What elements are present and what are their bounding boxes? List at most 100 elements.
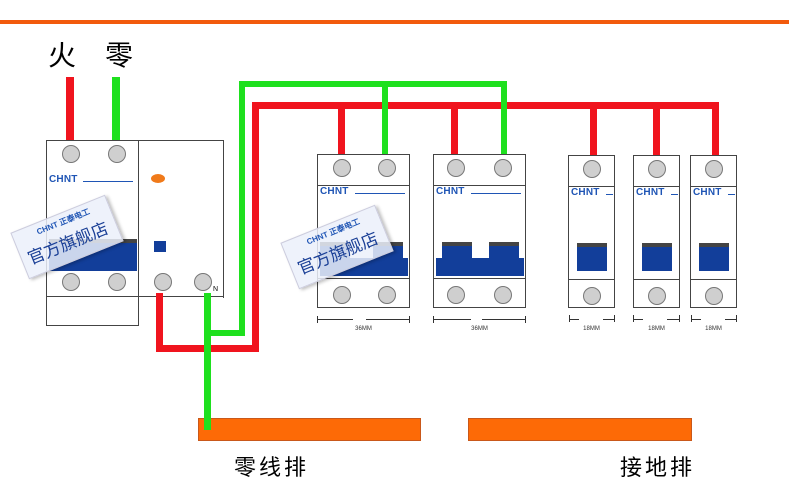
live-label: 火 [48, 39, 77, 72]
terminal [583, 160, 601, 178]
brand-logo: CHNT [436, 186, 465, 197]
divider [634, 279, 679, 280]
ground-bar-label: 接地排 [620, 456, 696, 481]
divider [318, 185, 409, 186]
brand-logo: CHNT [320, 186, 349, 197]
divider [434, 278, 525, 279]
brand-underline [471, 193, 521, 194]
handle-shadow [577, 243, 607, 247]
dimension-line [603, 319, 614, 320]
terminal [333, 286, 351, 304]
dimension-line [482, 319, 525, 320]
breaker-handle-base [436, 258, 524, 276]
dimension-tick [736, 315, 737, 322]
breaker-handle[interactable] [442, 246, 472, 258]
dimension-tick [633, 315, 634, 322]
breaker-1p-3[interactable]: CHNT [690, 155, 737, 308]
terminal [705, 287, 723, 305]
terminal [62, 145, 80, 163]
dimension-line [433, 319, 471, 320]
neutral-busbar [198, 418, 421, 441]
divider [691, 186, 736, 187]
dimension-tick [614, 315, 615, 322]
terminal [494, 286, 512, 304]
terminal [378, 159, 396, 177]
dimension-line [633, 319, 643, 320]
handle-shadow [489, 242, 519, 246]
dimension-tick [525, 316, 526, 323]
dimension-tick [691, 315, 692, 322]
width-label: 18MM [583, 326, 600, 332]
live-riser-wire [252, 102, 259, 352]
breaker-1p-2[interactable]: CHNT [633, 155, 680, 308]
breaker-1p-1[interactable]: CHNT [568, 155, 615, 308]
live-input-wire [66, 77, 74, 149]
terminal [447, 159, 465, 177]
terminal [333, 159, 351, 177]
dimension-line [725, 319, 736, 320]
live-drop-wire [590, 102, 597, 163]
brand-underline [606, 194, 613, 195]
handle-shadow [442, 242, 472, 246]
terminal [154, 273, 172, 291]
ground-busbar [468, 418, 692, 441]
neutral-bus-wire [239, 81, 507, 87]
dimension-tick [569, 315, 570, 322]
handle-shadow [642, 243, 672, 247]
neutral-terminal-label: N [213, 286, 219, 293]
live-bus-wire [252, 102, 719, 109]
dimension-line [691, 319, 701, 320]
divider [569, 186, 614, 187]
live-drop-wire [451, 102, 458, 163]
breaker-handle[interactable] [577, 247, 607, 271]
brand-logo: CHNT [49, 174, 78, 185]
divider [434, 185, 525, 186]
brand-logo: CHNT [571, 187, 600, 198]
divider [691, 279, 736, 280]
neutral-drop-wire [382, 81, 388, 163]
breaker-handle[interactable] [489, 246, 519, 258]
neutral-input-wire [112, 77, 120, 149]
live-drop-wire [712, 102, 719, 163]
neutral-busbar-wire [204, 418, 211, 430]
width-label: 18MM [648, 326, 665, 332]
terminal-n [194, 273, 212, 291]
brand-logo: CHNT [636, 187, 665, 198]
terminal [648, 160, 666, 178]
width-label: 18MM [705, 326, 722, 332]
terminal [447, 286, 465, 304]
terminal [494, 159, 512, 177]
neutral-bar-label: 零线排 [234, 456, 310, 481]
terminal [583, 287, 601, 305]
divider [47, 296, 138, 297]
indicator-light-icon [151, 174, 165, 183]
breaker-handle[interactable] [642, 247, 672, 271]
dimension-tick [409, 316, 410, 323]
neutral-riser-wire [239, 81, 245, 336]
divider [634, 186, 679, 187]
terminal [108, 273, 126, 291]
terminal [648, 287, 666, 305]
live-drop-wire [653, 102, 660, 163]
dimension-line [569, 319, 579, 320]
terminal [378, 286, 396, 304]
live-drop-wire [338, 102, 345, 163]
neutral-drop-wire [501, 81, 507, 163]
divider [569, 279, 614, 280]
brand-underline [83, 181, 133, 182]
brand-underline [671, 194, 678, 195]
terminal [705, 160, 723, 178]
breaker-2p-2[interactable]: CHNT [433, 154, 526, 308]
neutral-output-wire [204, 293, 211, 428]
test-button[interactable] [154, 241, 166, 252]
terminal [62, 273, 80, 291]
divider [318, 278, 409, 279]
brand-underline [355, 193, 405, 194]
dimension-line [366, 319, 409, 320]
breaker-handle[interactable] [699, 247, 729, 271]
dimension-tick [679, 315, 680, 322]
leakage-module: N [138, 140, 224, 298]
brand-logo: CHNT [693, 187, 722, 198]
terminal [108, 145, 126, 163]
neutral-label: 零 [105, 39, 134, 72]
